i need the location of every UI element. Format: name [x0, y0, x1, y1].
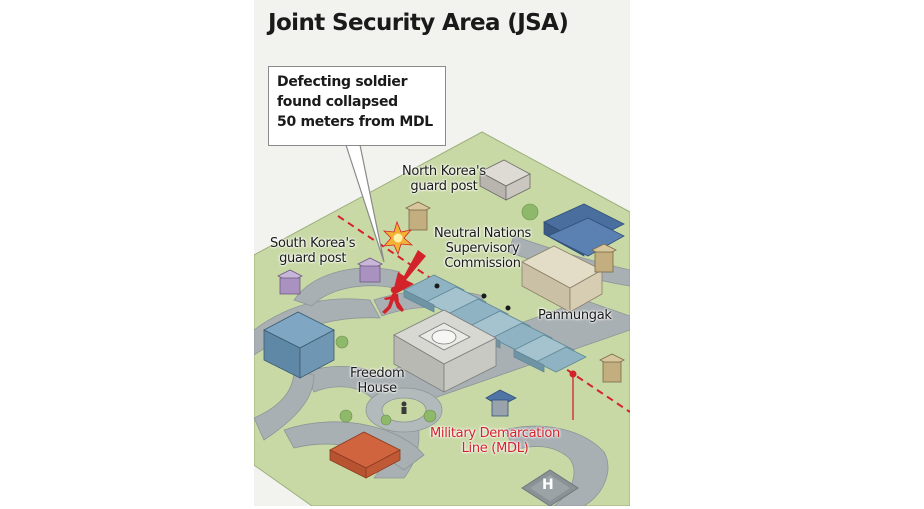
statue-icon	[401, 401, 407, 414]
helipad	[521, 469, 579, 506]
freedom-house-building	[393, 309, 497, 393]
south-building	[263, 311, 335, 379]
callout-line: 50 meters from MDL	[277, 114, 433, 130]
gunfire-burst-icon	[382, 220, 414, 256]
nnsc-label: Neutral Nations Supervisory Commission	[434, 226, 531, 271]
page-title: Joint Security Area (JSA)	[268, 10, 569, 36]
guard-dots	[434, 283, 511, 311]
watch-tower	[405, 201, 431, 231]
red-roof-house	[329, 431, 401, 479]
panmungak-building	[521, 245, 603, 313]
mdl-label: Military Demarcation Line (MDL)	[430, 426, 560, 456]
callout-line: found collapsed	[277, 94, 398, 110]
jsa-map-illustration	[254, 131, 630, 506]
north-korea-guard-post	[479, 159, 531, 201]
mdl-line	[337, 215, 630, 413]
jsa-map-panel: Joint Security Area (JSA) Defecting sold…	[254, 0, 630, 506]
soldier-figure-icon	[382, 286, 404, 314]
mdl-pointer-dot	[569, 370, 577, 378]
trees	[335, 203, 539, 426]
south-korea-guard-post	[277, 257, 383, 295]
panmungak-label: Panmungak	[538, 308, 612, 323]
south-korea-guard-post-label: South Korea's guard post	[270, 236, 356, 266]
defector-callout: Defecting soldier found collapsed 50 met…	[268, 66, 446, 146]
callout-line: Defecting soldier	[277, 74, 408, 90]
defection-arrow-icon	[392, 250, 426, 296]
guard-tower-lower-right	[599, 353, 625, 383]
freedom-house-label: Freedom House	[350, 366, 405, 396]
pavilion	[485, 389, 517, 417]
north-korea-guard-post-label: North Korea's guard post	[402, 164, 486, 194]
guard-tower-right	[591, 243, 617, 273]
helipad-label: H	[542, 477, 554, 493]
